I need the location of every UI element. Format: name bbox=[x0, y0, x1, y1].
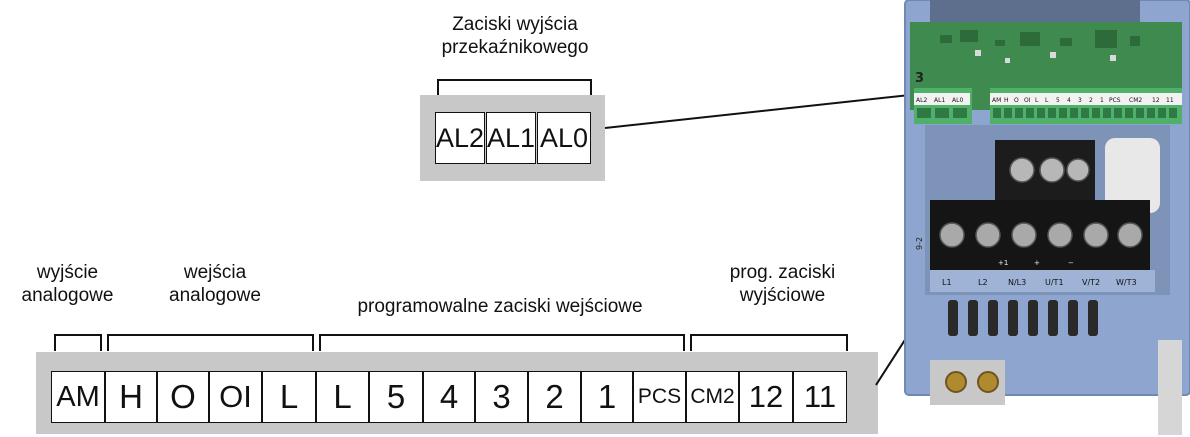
programmable-inputs-label: programowalne zaciski wejściowe bbox=[357, 296, 643, 317]
photo-polarity-0: +1 bbox=[998, 259, 1008, 267]
terminal-11: 11 bbox=[793, 371, 847, 423]
programmable-outputs-bracket bbox=[690, 334, 848, 351]
photo-term-oi: OI bbox=[1024, 97, 1031, 104]
photo-side-text: 9-2 bbox=[915, 237, 924, 250]
analog-input-line1: wejścia bbox=[183, 262, 247, 283]
photo-term-h: H bbox=[1004, 97, 1009, 104]
photo-term-pcs: PCS bbox=[1109, 97, 1121, 104]
terminal-5: 5 bbox=[369, 371, 423, 423]
terminal-12: 12 bbox=[739, 371, 793, 423]
terminal-o: O bbox=[157, 371, 209, 423]
terminal-3: 3 bbox=[475, 371, 528, 423]
analog-input-bracket bbox=[107, 334, 314, 351]
photo-power-wt3: W/T3 bbox=[1116, 278, 1137, 287]
photo-power-nl3: N/L3 bbox=[1008, 278, 1026, 287]
analog-input-label: wejścia analogowe bbox=[140, 261, 290, 307]
photo-relay-label-0: AL2 bbox=[916, 97, 927, 104]
terminal-oi: OI bbox=[209, 371, 262, 423]
photo-polarity-2: − bbox=[1068, 259, 1074, 267]
analog-output-line1: wyjście bbox=[36, 262, 99, 283]
relay-terminal-al2: AL2 bbox=[435, 112, 485, 164]
pcb-number: 3 bbox=[915, 71, 924, 86]
photo-term-11: 11 bbox=[1166, 97, 1174, 104]
analog-input-line2: analogowe bbox=[169, 285, 261, 306]
relay-leader-line bbox=[604, 94, 911, 129]
relay-title-line2: przekaźnikowego bbox=[441, 37, 589, 58]
programmable-outputs-line1: prog. zaciski bbox=[729, 262, 836, 283]
terminal-cm2: CM2 bbox=[686, 371, 739, 423]
photo-term-3: 3 bbox=[1078, 97, 1082, 104]
analog-output-line2: analogowe bbox=[21, 285, 114, 306]
photo-power-vt2: V/T2 bbox=[1082, 278, 1100, 287]
terminal-4: 4 bbox=[423, 371, 475, 423]
programmable-outputs-label: prog. zaciski wyjściowe bbox=[695, 261, 870, 307]
analog-output-bracket bbox=[54, 334, 102, 351]
photo-term-cm2: CM2 bbox=[1129, 97, 1142, 104]
terminal-h: H bbox=[105, 371, 157, 423]
terminal-am: AM bbox=[51, 371, 105, 423]
relay-bracket bbox=[437, 79, 592, 96]
terminal-pcs: PCS bbox=[633, 371, 686, 423]
photo-term-am: AM bbox=[992, 97, 1001, 104]
photo-relay-label-1: AL1 bbox=[934, 97, 945, 104]
photo-term-4: 4 bbox=[1067, 97, 1071, 104]
photo-term-1: 1 bbox=[1100, 97, 1104, 104]
relay-title: Zaciski wyjścia przekaźnikowego bbox=[395, 13, 635, 59]
photo-term-5: 5 bbox=[1056, 97, 1060, 104]
photo-term-12: 12 bbox=[1152, 97, 1160, 104]
capacitor bbox=[1105, 138, 1160, 213]
photo-term-l2: L bbox=[1045, 97, 1049, 104]
relay-terminal-al0: AL0 bbox=[537, 112, 591, 164]
relay-title-line1: Zaciski wyjścia bbox=[452, 14, 578, 35]
terminal-l-2: L bbox=[316, 371, 369, 423]
terminal-1: 1 bbox=[581, 371, 633, 423]
power-terminal-block bbox=[930, 200, 1150, 270]
photo-term-l1: L bbox=[1035, 97, 1039, 104]
photo-power-ut1: U/T1 bbox=[1045, 278, 1064, 287]
inverter-photo: 3 AL2 AL1 AL0 AM H O OI L L 5 4 3 2 1 PC… bbox=[904, 0, 1190, 435]
terminal-2: 2 bbox=[528, 371, 581, 423]
photo-term-o: O bbox=[1014, 97, 1019, 104]
photo-term-2: 2 bbox=[1089, 97, 1093, 104]
programmable-inputs-bracket bbox=[319, 334, 685, 351]
analog-output-label: wyjście analogowe bbox=[0, 261, 135, 307]
relay-terminal-al1: AL1 bbox=[486, 112, 536, 164]
programmable-outputs-line2: wyjściowe bbox=[739, 285, 826, 306]
terminal-l-1: L bbox=[262, 371, 316, 423]
photo-relay-label-2: AL0 bbox=[952, 97, 963, 104]
photo-power-l1: L1 bbox=[942, 278, 952, 287]
photo-power-l2: L2 bbox=[978, 278, 988, 287]
photo-polarity-1: + bbox=[1034, 259, 1040, 267]
